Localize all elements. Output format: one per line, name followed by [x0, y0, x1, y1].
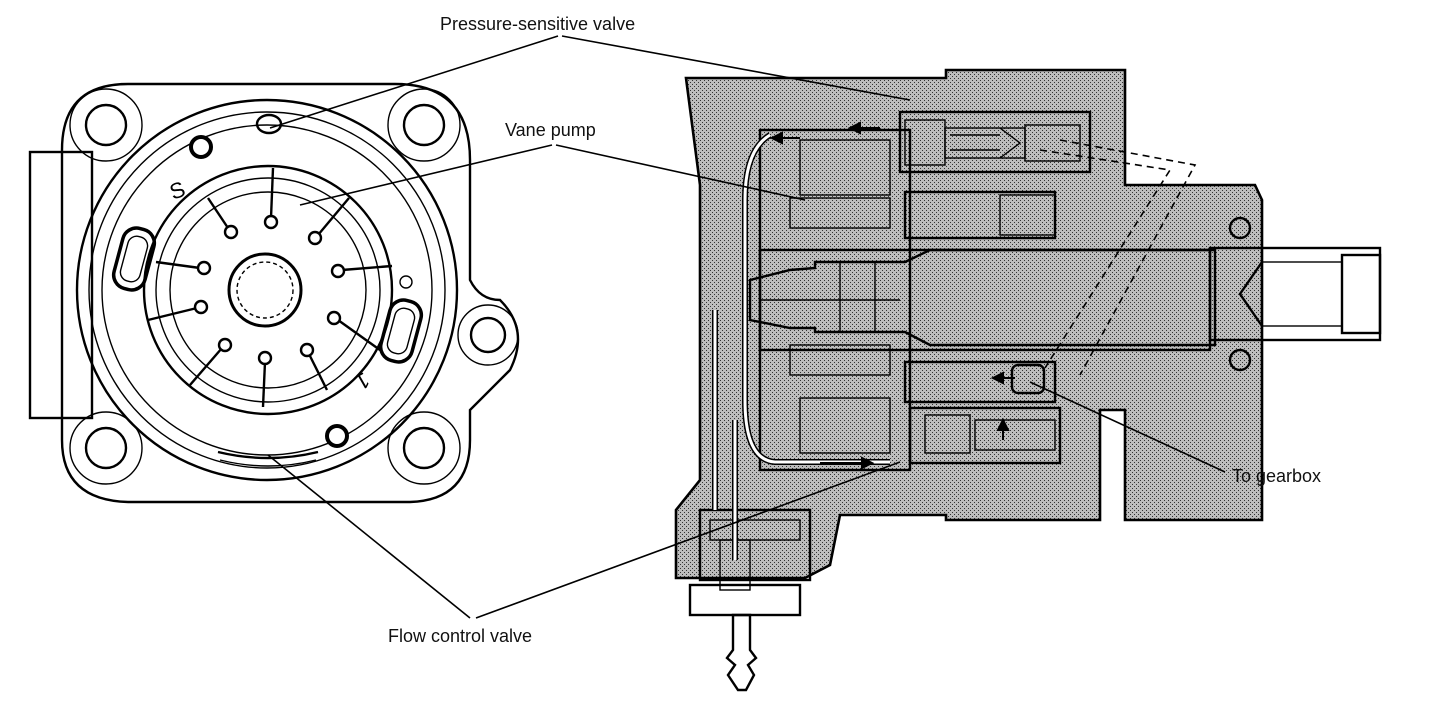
label-flow-control-valve: Flow control valve — [388, 626, 533, 646]
leader-pressure-valve-left — [269, 35, 559, 129]
bolt-holes — [69, 88, 519, 485]
leader-to-gearbox — [1029, 381, 1226, 473]
mounting-flange — [60, 82, 520, 504]
kidney-port-left — [111, 226, 157, 292]
port-dot-bottom — [325, 424, 349, 448]
pump-front-view: S 1 — [28, 82, 520, 504]
housing-ring-outer — [75, 98, 459, 482]
pump-cross-section — [674, 68, 1382, 692]
drive-shaft — [748, 248, 1217, 347]
vanes — [147, 167, 393, 408]
spline-shaft — [227, 252, 303, 328]
rotor-mark-1: 1 — [351, 367, 374, 395]
flow-control-valve-body — [908, 406, 1062, 465]
dashed-passage — [1039, 139, 1197, 376]
cam-ring — [142, 164, 394, 416]
leader-lines — [267, 35, 1226, 619]
port-dot-top — [189, 135, 213, 159]
leader-vane-pump-left — [299, 144, 553, 206]
rotor — [169, 191, 367, 389]
label-pressure-sensitive-valve: Pressure-sensitive valve — [440, 14, 636, 34]
flow-arrows — [769, 121, 1015, 470]
leader-flow-control-right — [475, 461, 901, 619]
leader-flow-control-left — [267, 454, 471, 619]
leader-pressure-valve-right — [561, 35, 911, 101]
rotor-mark-s: S — [166, 176, 188, 205]
leader-vane-pump-right — [555, 144, 806, 201]
label-to-gearbox: To gearbox — [1232, 466, 1322, 486]
label-vane-pump: Vane pump — [505, 120, 596, 140]
